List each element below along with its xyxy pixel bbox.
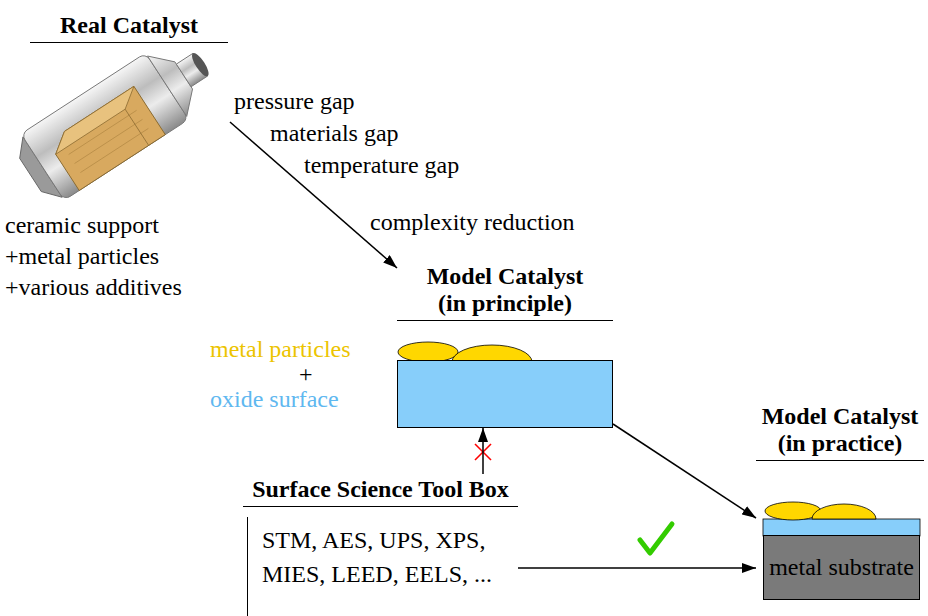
component-list: ceramic support +metal particles +variou…: [5, 210, 220, 303]
plus-sign: +: [297, 361, 315, 388]
component-label: oxide surface: [208, 386, 341, 413]
metal-substrate-box: metal substrate: [763, 535, 920, 600]
metal-particle: [398, 342, 458, 362]
technique-list: STM, AES, UPS, XPS, MIES, LEED, EELS, ..…: [247, 517, 518, 616]
metal-particle: [812, 504, 876, 519]
gap-label: materials gap: [268, 120, 401, 147]
catalyst-panel: Real Catalyst ceramic support +metal part…: [0, 10, 230, 310]
heading-underline: Surface Science Tool Box: [243, 476, 518, 507]
panel-heading: Real Catalyst: [30, 12, 228, 39]
substrate-label: metal substrate: [769, 554, 914, 581]
panel-heading: Surface Science Tool Box: [243, 476, 518, 503]
panel-heading: Model Catalyst (in principle): [418, 263, 593, 317]
oxide-surface-box: [397, 360, 613, 428]
gap-label: pressure gap: [232, 88, 357, 115]
arrow-connector: [518, 567, 756, 569]
check-mark: [640, 524, 672, 553]
arrow-connector: [613, 424, 756, 518]
heading-underline: Real Catalyst: [30, 12, 228, 43]
oxide-film: [763, 519, 920, 536]
catalytic-converter: [9, 29, 226, 208]
heading-underline: Model Catalyst (in principle): [397, 263, 613, 321]
model-panel: metal substrate Model Catalyst (in practi…: [756, 395, 924, 602]
gap-label: complexity reduction: [368, 209, 577, 236]
model-panel: Model Catalyst (in principle): [397, 262, 613, 428]
gap-label: temperature gap: [302, 152, 461, 179]
toolbox-panel: Surface Science Tool BoxSTM, AES, UPS, X…: [243, 474, 518, 616]
panel-heading: Model Catalyst (in practice): [757, 403, 923, 457]
arrow-connector: [482, 428, 484, 474]
heading-underline: Model Catalyst (in practice): [756, 403, 924, 461]
component-label: metal particles: [208, 336, 353, 363]
